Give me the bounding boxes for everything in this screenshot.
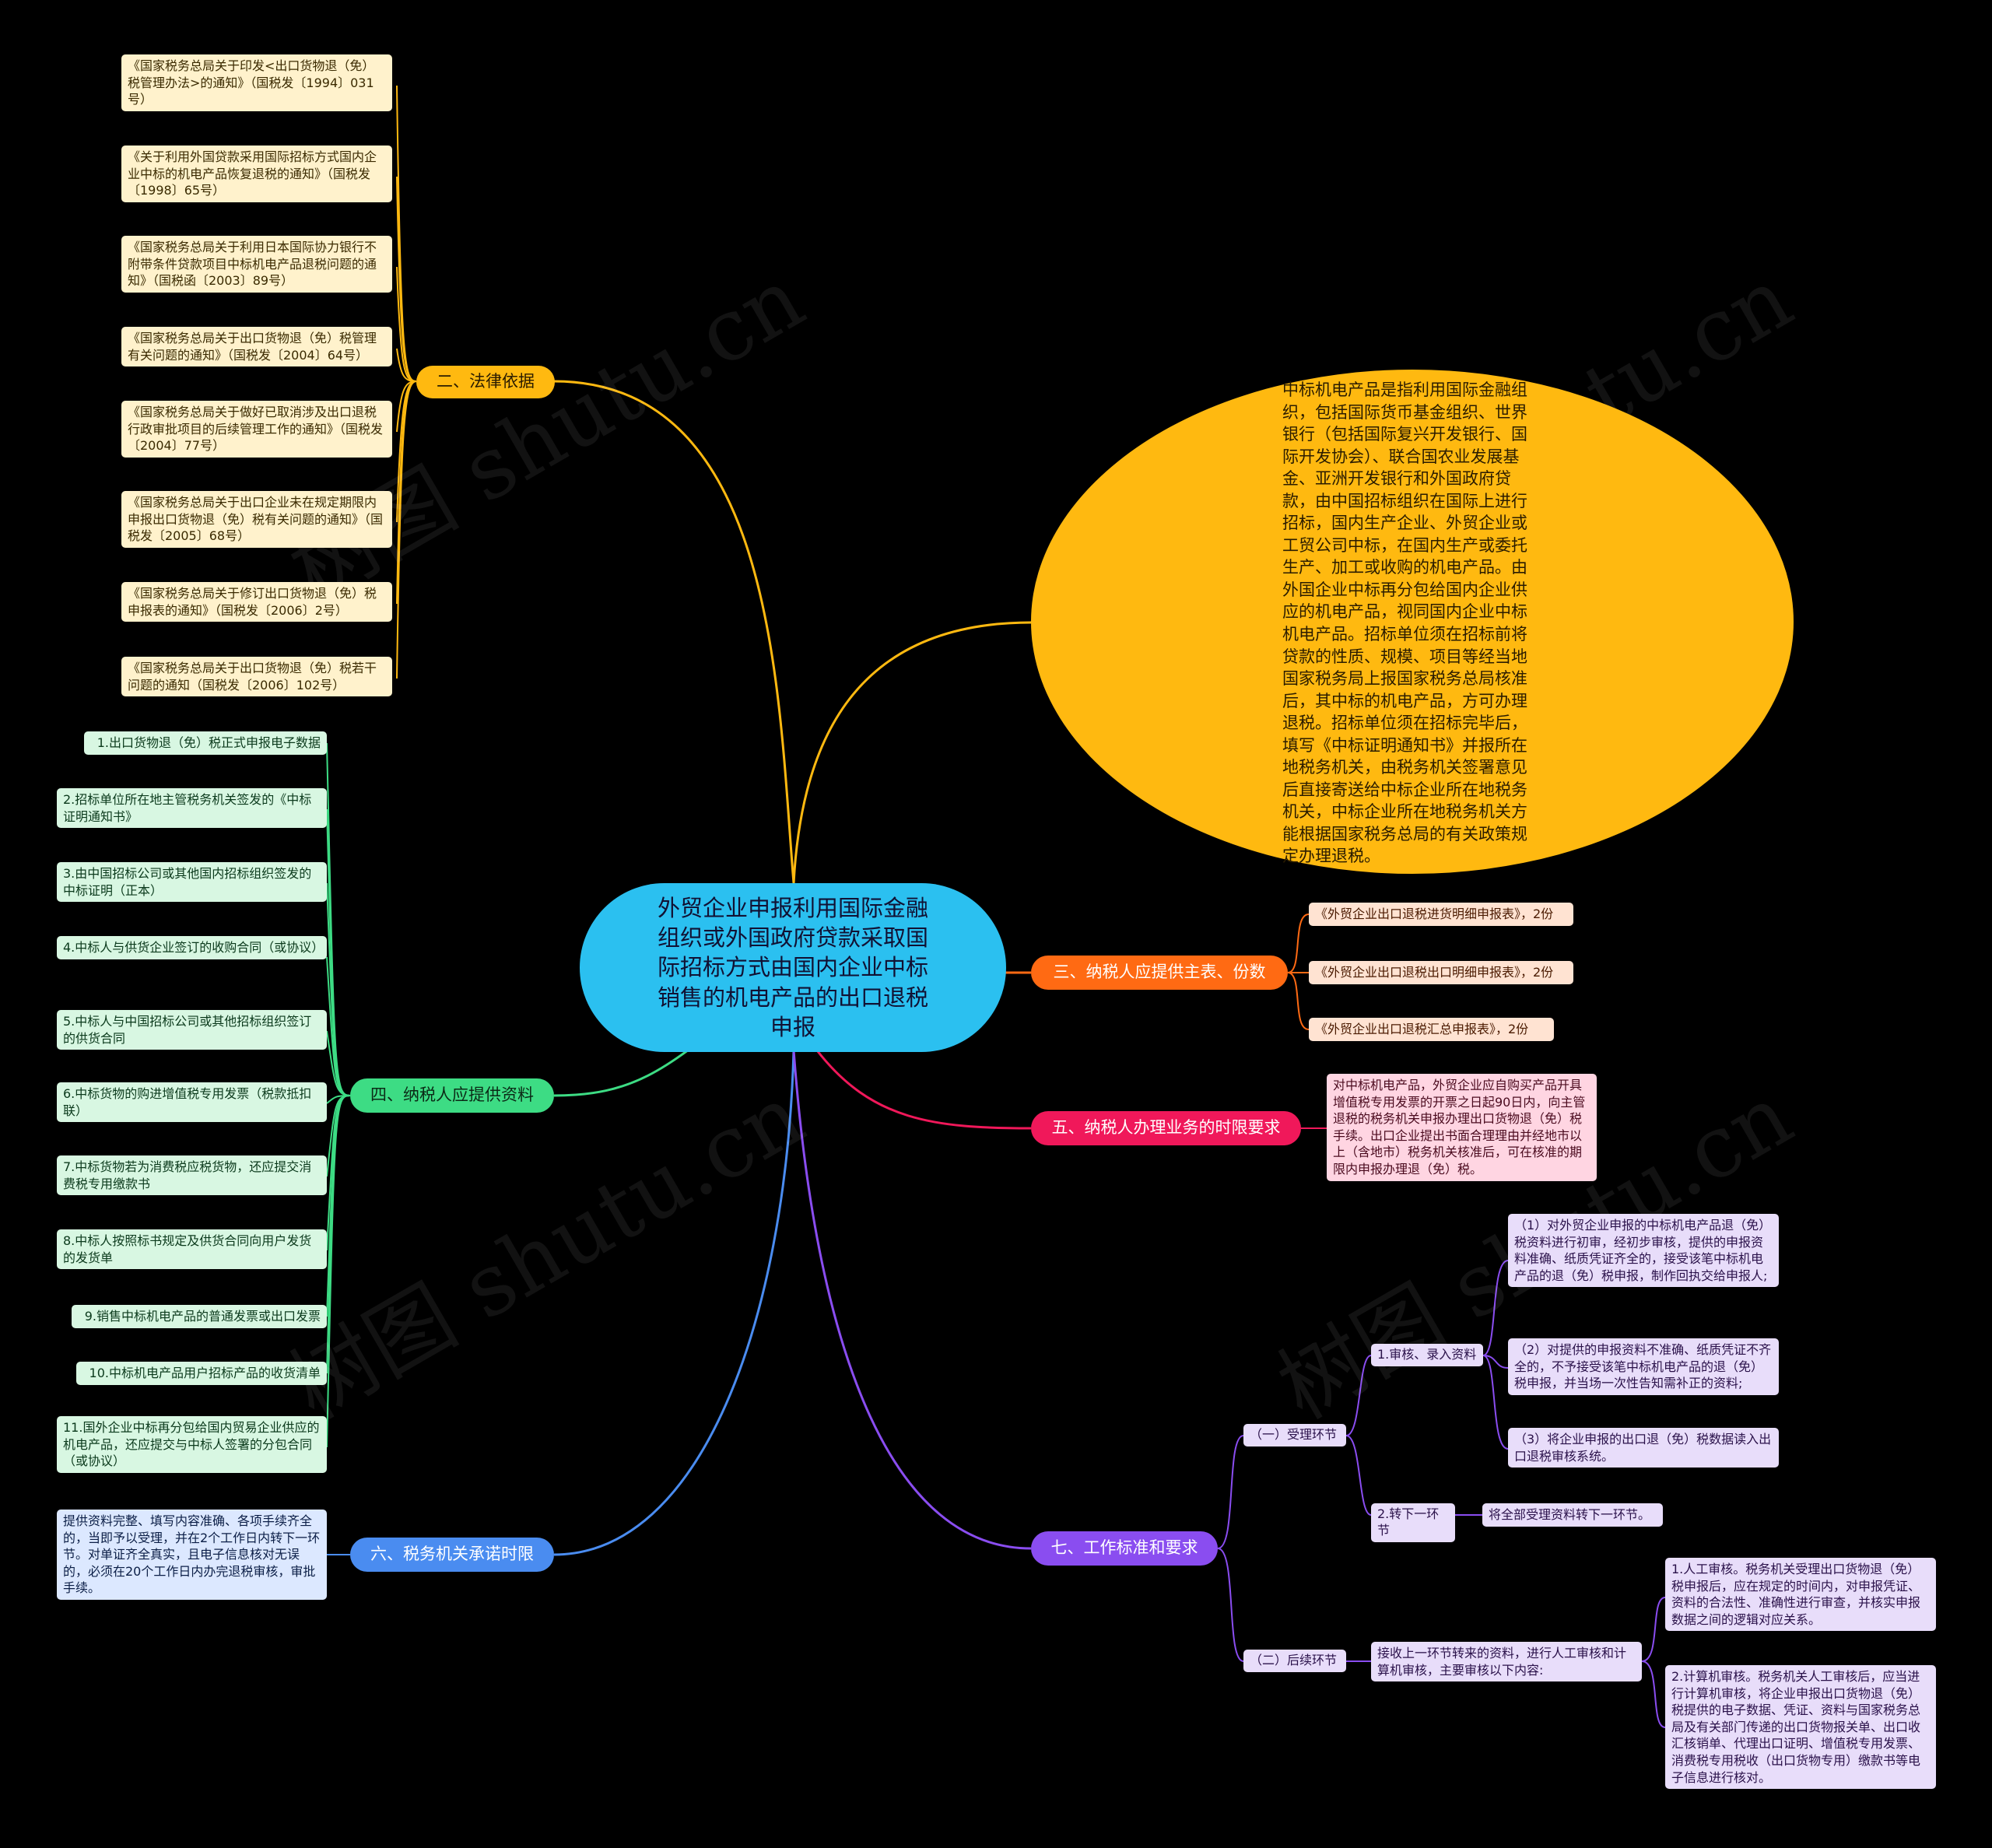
legal-item[interactable]: 《国家税务总局关于出口货物退（免）税若干问题的通知（国税发〔2006〕102号） — [121, 657, 392, 697]
legal-item[interactable]: 《国家税务总局关于印发<出口货物退（免）税管理办法>的通知》（国税发〔1994〕… — [121, 54, 392, 111]
review-item[interactable]: （1）对外贸企业申报的中标机电产品退（免）税资料进行初审，经初步审核，提供的申报… — [1508, 1214, 1779, 1288]
branch-forms[interactable]: 三、纳税人应提供主表、份数 — [1031, 956, 1288, 990]
material-item[interactable]: 9.销售中标机电产品的普通发票或出口发票 — [72, 1305, 327, 1328]
step-transfer[interactable]: 2.转下一环节 — [1371, 1503, 1455, 1542]
step-review[interactable]: 1.审核、录入资料 — [1371, 1344, 1483, 1366]
branch-standards[interactable]: 七、工作标准和要求 — [1031, 1531, 1218, 1566]
legal-item[interactable]: 《关于利用外国贷款采用国际招标方式国内企业中标的机电产品恢复退税的通知》（国税发… — [121, 146, 392, 202]
form-item[interactable]: 《外贸企业出口退税出口明细申报表》，2份 — [1309, 961, 1573, 984]
branch-legal-basis[interactable]: 二、法律依据 — [416, 366, 555, 398]
legal-item[interactable]: 《国家税务总局关于做好已取消涉及出口退税行政审批项目的后续管理工作的通知》（国税… — [121, 401, 392, 458]
follow-item[interactable]: 1.人工审核。税务机关受理出口货物退（免）税申报后，应在规定的时间内，对申报凭证… — [1665, 1558, 1936, 1632]
definition-bubble[interactable] — [1031, 370, 1794, 874]
legal-item[interactable]: 《国家税务总局关于出口企业未在规定期限内申报出口货物退（免）税有关问题的通知》（… — [121, 491, 392, 548]
material-item[interactable]: 2.招标单位所在地主管税务机关签发的《中标证明通知书》 — [57, 788, 327, 829]
material-item[interactable]: 5.中标人与中国招标公司或其他招标组织签订的供货合同 — [57, 1010, 327, 1050]
branch-deadline[interactable]: 五、纳税人办理业务的时限要求 — [1031, 1111, 1301, 1145]
material-item[interactable]: 6.中标货物的购进增值税专用发票（税款抵扣联） — [57, 1082, 327, 1123]
form-item[interactable]: 《外贸企业出口退税进货明细申报表》，2份 — [1309, 903, 1573, 926]
branch-promise-time[interactable]: 六、税务机关承诺时限 — [350, 1538, 554, 1572]
deadline-text[interactable]: 对中标机电产品，外贸企业应自购买产品开具增值税专用发票的开票之日起90日内，向主… — [1327, 1074, 1597, 1181]
stage-accept[interactable]: （一）受理环节 — [1243, 1424, 1346, 1446]
legal-item[interactable]: 《国家税务总局关于修订出口货物退（免）税申报表的通知》（国税发〔2006〕2号） — [121, 582, 392, 622]
material-item[interactable]: 1.出口货物退（免）税正式申报电子数据 — [84, 731, 327, 755]
material-item[interactable]: 4.中标人与供货企业签订的收购合同（或协议） — [57, 936, 327, 959]
material-item[interactable]: 10.中标机电产品用户招标产品的收货清单 — [76, 1362, 327, 1385]
material-item[interactable]: 11.国外企业中标再分包给国内贸易企业供应的机电产品，还应提交与中标人签署的分包… — [57, 1416, 327, 1473]
follow-text[interactable]: 接收上一环节转来的资料，进行人工审核和计算机审核，主要审核以下内容: — [1371, 1642, 1642, 1682]
branch-materials[interactable]: 四、纳税人应提供资料 — [350, 1078, 554, 1113]
definition-text: 中标机电产品是指利用国际金融组织，包括国际货币基金组织、世界银行（包括国际复兴开… — [1282, 380, 1527, 866]
transfer-text[interactable]: 将全部受理资料转下一环节。 — [1482, 1503, 1663, 1527]
legal-item[interactable]: 《国家税务总局关于出口货物退（免）税管理有关问题的通知》（国税发〔2004〕64… — [121, 327, 392, 367]
material-item[interactable]: 7.中标货物若为消费税应税货物，还应提交消费税专用缴款书 — [57, 1155, 327, 1196]
review-item[interactable]: （3）将企业申报的出口退（免）税数据读入出口退税审核系统。 — [1508, 1428, 1779, 1468]
form-item[interactable]: 《外贸企业出口退税汇总申报表》，2份 — [1309, 1018, 1554, 1041]
stage-follow[interactable]: （二）后续环节 — [1243, 1650, 1346, 1672]
promise-text[interactable]: 提供资料完整、填写内容准确、各项手续齐全的，当即予以受理，并在2个工作日内转下一… — [57, 1510, 327, 1600]
material-item[interactable]: 3.由中国招标公司或其他国内招标组织签发的中标证明（正本） — [57, 862, 327, 903]
material-item[interactable]: 8.中标人按照标书规定及供货合同向用户发货的发货单 — [57, 1229, 327, 1270]
follow-item[interactable]: 2.计算机审核。税务机关人工审核后，应当进行计算机审核，将企业申报出口货物退（免… — [1665, 1665, 1936, 1790]
review-item[interactable]: （2）对提供的申报资料不准确、纸质凭证不齐全的，不予接受该笔中标机电产品的退（免… — [1508, 1338, 1779, 1395]
central-topic[interactable]: 外贸企业申报利用国际金融组织或外国政府贷款采取国际招标方式由国内企业中标销售的机… — [580, 883, 1006, 1052]
legal-item[interactable]: 《国家税务总局关于利用日本国际协力银行不附带条件贷款项目中标机电产品退税问题的通… — [121, 236, 392, 293]
